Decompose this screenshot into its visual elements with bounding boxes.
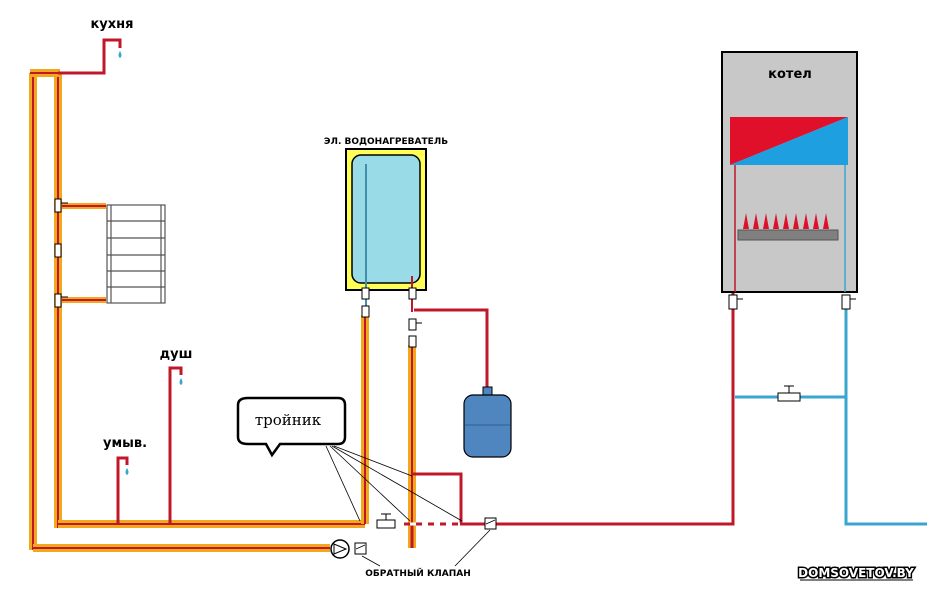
valve-icon bbox=[54, 293, 62, 308]
check-valve-icon bbox=[484, 517, 497, 530]
insulated-pipes bbox=[29, 69, 416, 552]
valve-icon bbox=[728, 294, 738, 310]
pipe-sink bbox=[116, 456, 129, 524]
boiler-label: котел bbox=[768, 67, 812, 82]
pipe-boiler-supply bbox=[400, 290, 735, 526]
tee-callout: тройник bbox=[236, 396, 463, 522]
bypass-valve-icon bbox=[777, 392, 801, 402]
check-valve-pointers bbox=[361, 529, 491, 567]
valve-icon bbox=[54, 243, 62, 258]
heater-tank bbox=[351, 154, 421, 284]
heater-valves bbox=[361, 287, 422, 348]
expansion-tank bbox=[463, 386, 512, 458]
pump bbox=[330, 539, 367, 559]
watermark-text: DOMSOVETOV.BY bbox=[798, 566, 914, 580]
shower-label: душ bbox=[160, 347, 193, 362]
cold-pipes bbox=[735, 300, 927, 526]
drop-shower-icon bbox=[179, 378, 183, 385]
hot-pipes bbox=[58, 38, 735, 548]
boiler-body bbox=[721, 51, 858, 293]
valve-icon bbox=[841, 294, 851, 310]
valve-icon bbox=[408, 318, 417, 331]
check-valve-label: ОБРАТНЫЙ КЛАПАН bbox=[365, 567, 471, 579]
drop-kitchen-icon bbox=[118, 51, 122, 58]
pipe-bypass bbox=[412, 472, 463, 524]
line-valves bbox=[376, 513, 497, 530]
supply-valve-icon bbox=[376, 519, 396, 529]
valve-icon bbox=[408, 335, 417, 348]
burner-flames bbox=[743, 213, 829, 229]
valve-icon bbox=[408, 287, 417, 300]
tee-pointer-lines bbox=[325, 445, 463, 522]
pipe-expansion bbox=[414, 308, 489, 392]
expansion-tank-body bbox=[463, 394, 512, 458]
heater-label: ЭЛ. ВОДОНАГРЕВАТЕЛЬ bbox=[324, 137, 448, 147]
valve-icon bbox=[54, 198, 62, 213]
check-valve-icon bbox=[354, 542, 367, 555]
towel-rail bbox=[106, 204, 166, 304]
boiler: котел bbox=[721, 51, 858, 293]
valve-icon bbox=[361, 287, 370, 300]
sink-label: умыв. bbox=[103, 436, 147, 451]
watermark: DOMSOVETOV.BY bbox=[797, 565, 916, 582]
boiler-burner bbox=[737, 229, 839, 241]
boiler-valves bbox=[728, 294, 856, 402]
drop-sink-icon bbox=[125, 468, 129, 475]
pipe-shower bbox=[168, 366, 183, 524]
valve-icon bbox=[361, 305, 370, 318]
boiler-exchanger-cold bbox=[730, 117, 848, 165]
faucet-drops bbox=[118, 51, 183, 475]
electric-water-heater: ЭЛ. ВОДОНАГРЕВАТЕЛЬ bbox=[324, 137, 448, 312]
tee-label: тройник bbox=[255, 411, 322, 429]
kitchen-label: кухня bbox=[90, 17, 133, 32]
pipe-kitchen bbox=[58, 38, 122, 75]
tee-callout-bubble bbox=[236, 396, 347, 458]
riser-valves bbox=[54, 198, 68, 308]
pipe-boiler-return bbox=[844, 300, 927, 526]
